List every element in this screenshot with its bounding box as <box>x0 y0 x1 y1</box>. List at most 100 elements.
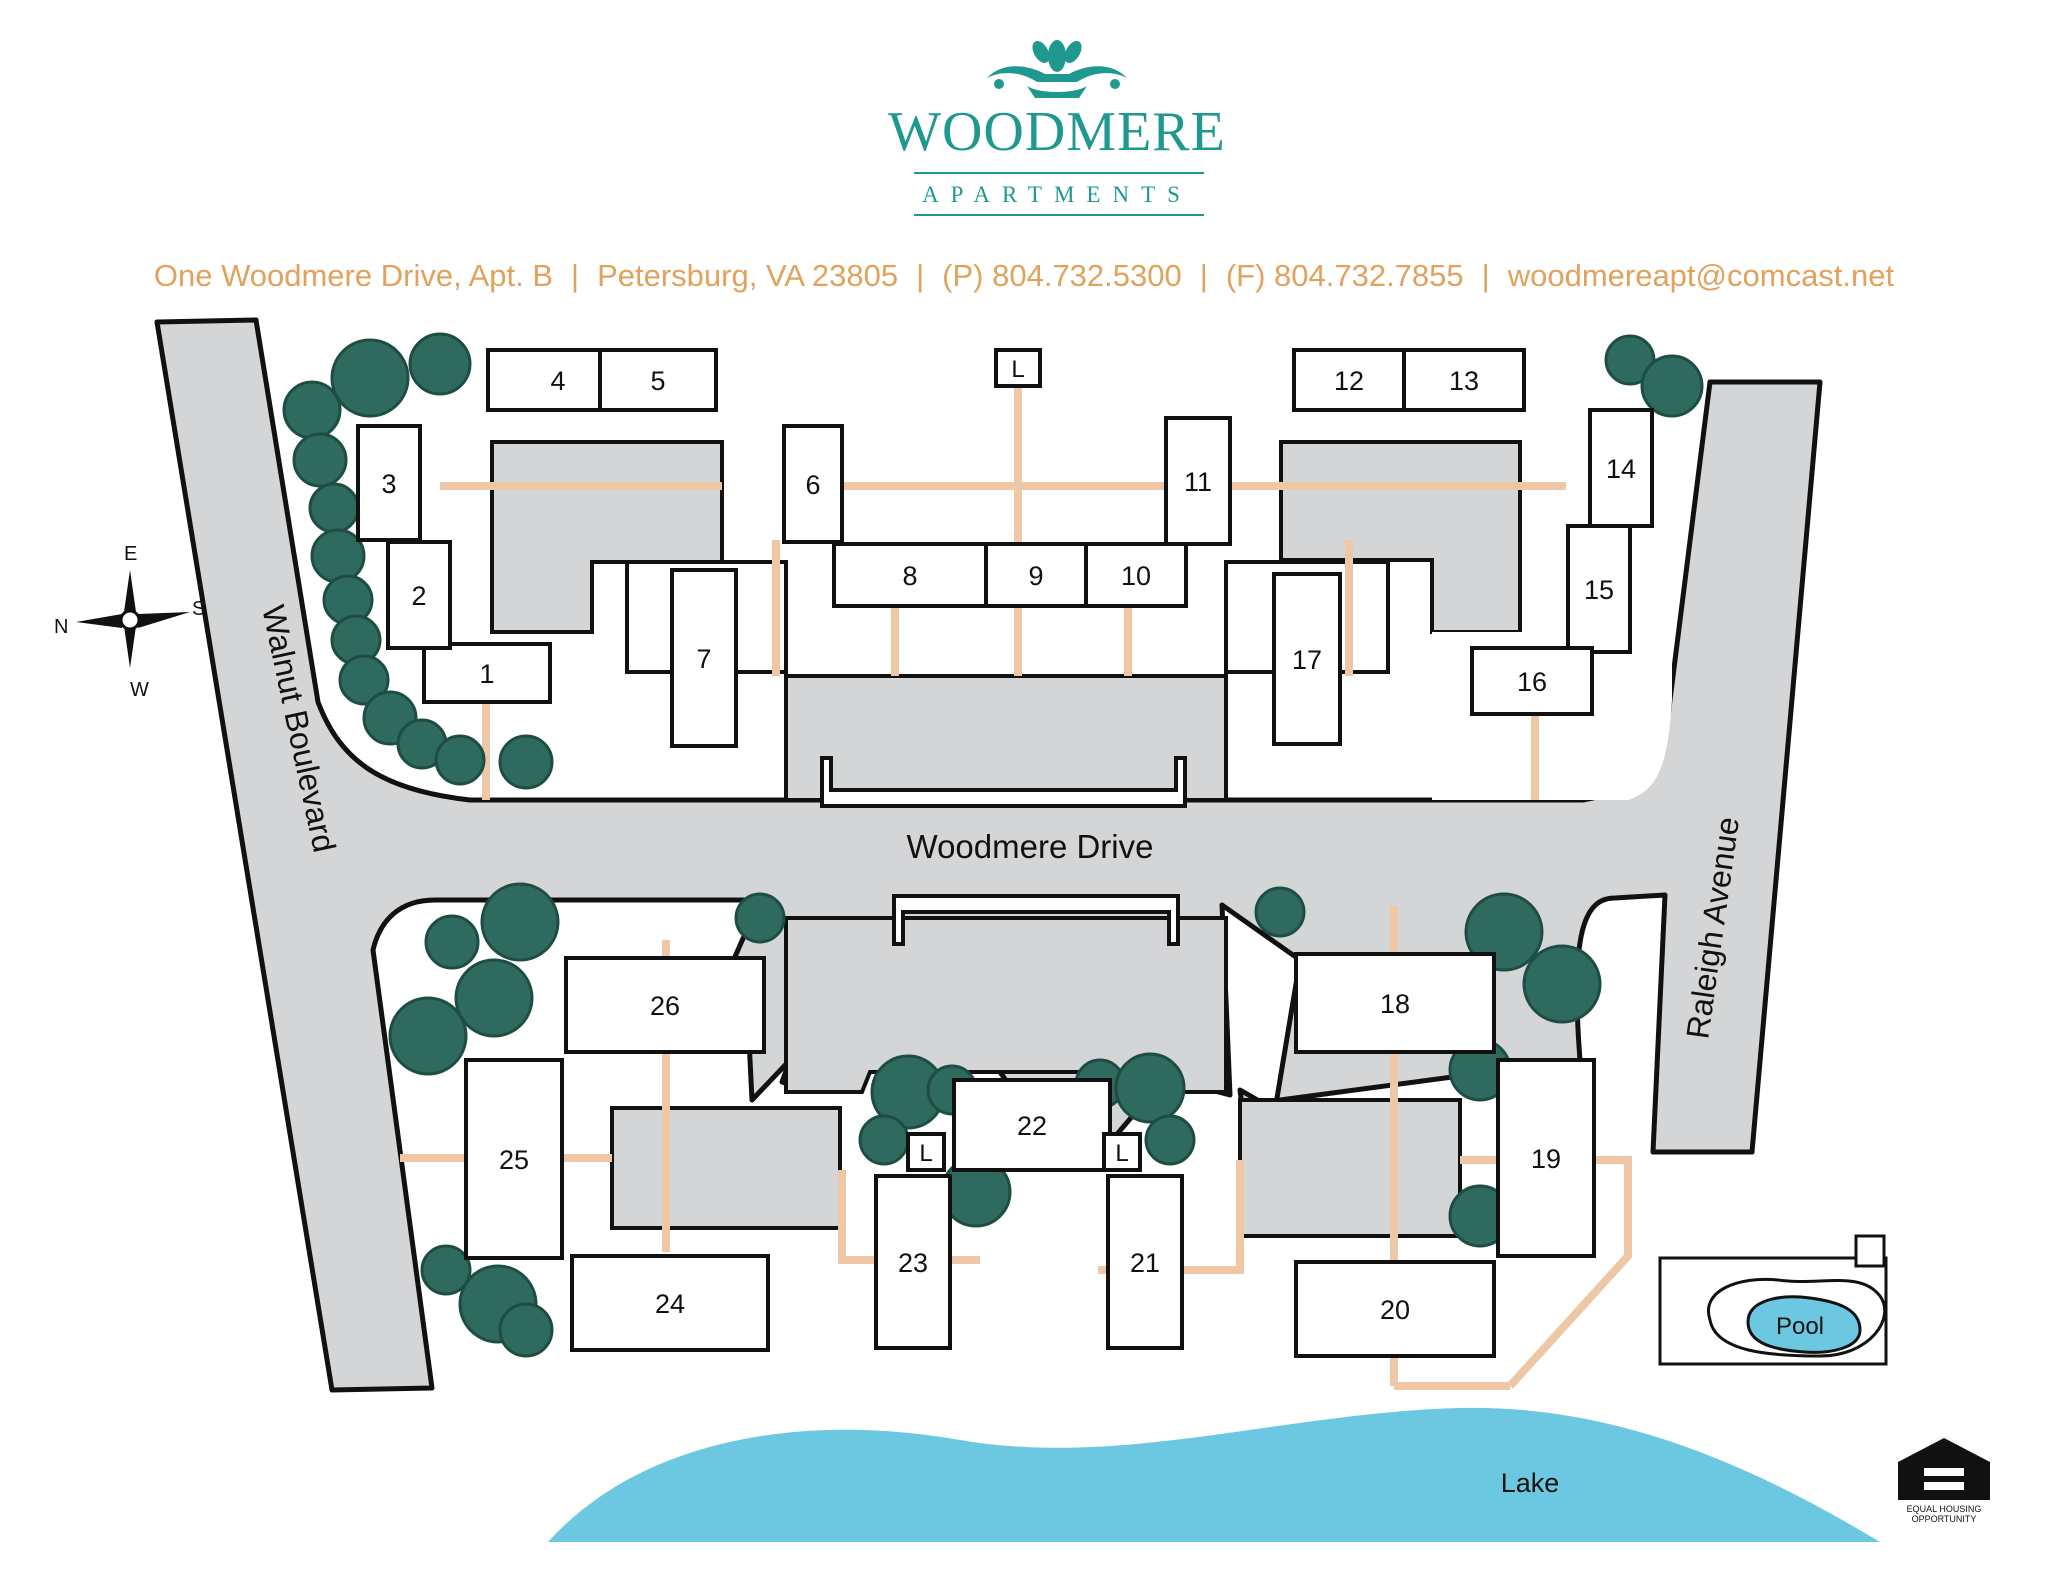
contact-address: One Woodmere Drive, Apt. B <box>153 258 554 293</box>
tree <box>408 332 472 396</box>
tree <box>282 380 342 440</box>
building-outline <box>1292 348 1406 412</box>
building-23: 23 <box>874 1174 952 1350</box>
building-2: 2 <box>386 540 452 650</box>
tree <box>420 1244 472 1296</box>
brand-subtitle: APARTMENTS <box>922 182 1192 207</box>
compass-arrow <box>76 614 122 628</box>
building-number: 14 <box>1606 454 1636 484</box>
building-number: 23 <box>898 1248 928 1278</box>
contact-email[interactable]: woodmereapt@comcast.net <box>1507 258 1895 293</box>
laundry-marker <box>994 348 1042 388</box>
tree <box>292 432 348 488</box>
building-number: 15 <box>1584 575 1614 605</box>
building-13: 13 <box>1402 348 1526 412</box>
contact-phone[interactable]: (P) 804.732.5300 <box>942 258 1182 293</box>
building-26: 26 <box>564 956 766 1054</box>
tree <box>1640 354 1704 418</box>
pool-house <box>1854 1234 1886 1268</box>
building-number: 4 <box>550 366 565 396</box>
lake <box>548 1407 1880 1542</box>
tree <box>498 1302 554 1358</box>
tree <box>338 654 390 706</box>
building-number: 17 <box>1292 645 1322 675</box>
equal-housing-line1: EQUAL HOUSING <box>1907 1504 1982 1514</box>
tree <box>424 914 480 970</box>
laundry-marker <box>906 1132 946 1172</box>
building-outline <box>670 568 738 748</box>
building-25: 25 <box>464 1058 564 1260</box>
building-16: 16 <box>1470 646 1594 716</box>
building-outline <box>598 348 718 412</box>
building-9: 9 <box>984 542 1088 608</box>
building-number: 20 <box>1380 1295 1410 1325</box>
building-number: 18 <box>1380 989 1410 1019</box>
building-number: 6 <box>805 470 820 500</box>
compass-north: N <box>54 616 68 638</box>
median-island <box>820 756 1187 808</box>
tree <box>1144 1114 1196 1166</box>
tree <box>734 892 786 944</box>
equal-housing-logo: EQUAL HOUSING OPPORTUNITY <box>1898 1438 1990 1524</box>
tree <box>330 338 410 418</box>
median-island <box>892 894 1180 946</box>
building-number: 1 <box>479 659 494 689</box>
building-outline <box>1272 572 1342 746</box>
building-number: 24 <box>655 1289 685 1319</box>
contact-separator: | <box>1199 258 1208 293</box>
laundry-marker <box>1102 1132 1142 1172</box>
building-11: 11 <box>1164 416 1232 546</box>
contact-city: Petersburg, VA 23805 <box>597 258 899 293</box>
pool-label: Pool <box>1776 1313 1824 1340</box>
building-outline <box>1294 1260 1496 1358</box>
building-number: 19 <box>1531 1144 1561 1174</box>
building-number: 7 <box>696 644 711 674</box>
building-outline <box>1566 524 1632 654</box>
building-outline <box>952 1078 1112 1172</box>
tree <box>454 958 534 1038</box>
building-outline <box>1402 348 1526 412</box>
compass-south: S <box>192 598 205 620</box>
tree <box>1604 334 1656 386</box>
building-outline <box>422 642 552 704</box>
building-20: 20 <box>1294 1260 1496 1358</box>
compass: E N S W <box>54 543 205 701</box>
equal-housing-bar <box>1924 1468 1964 1476</box>
brand-name: WOODMERE <box>888 101 1226 163</box>
building-1: 1 <box>422 642 552 704</box>
building-18: 18 <box>1294 952 1496 1054</box>
tree <box>1254 886 1306 938</box>
building-3: 3 <box>356 424 422 542</box>
building-number: 10 <box>1121 561 1151 591</box>
parking-court <box>1238 1098 1462 1238</box>
brand-rule-bottom <box>914 214 1204 216</box>
building-outline <box>564 956 766 1054</box>
building-number: 16 <box>1517 667 1547 697</box>
building-number: 8 <box>902 561 917 591</box>
building-number: 5 <box>650 366 665 396</box>
building-outline <box>1496 1058 1596 1258</box>
tree <box>1522 944 1602 1024</box>
pool-area: Pool <box>1658 1234 1888 1366</box>
building-number: 9 <box>1028 561 1043 591</box>
tree <box>308 482 360 534</box>
laundry-label: L <box>1011 356 1024 383</box>
building-14: 14 <box>1588 408 1654 528</box>
building-outline <box>356 424 422 542</box>
building-number: 3 <box>381 469 396 499</box>
building-8: 8 <box>832 542 988 608</box>
brand-rule-top <box>914 172 1204 174</box>
building-22: 22 <box>952 1078 1112 1172</box>
building-outline <box>1084 542 1188 608</box>
building-number: 26 <box>650 991 680 1021</box>
compass-east: E <box>124 543 137 565</box>
building-number: 13 <box>1449 366 1479 396</box>
equal-housing-bar <box>1924 1482 1964 1490</box>
compass-arrow <box>138 612 190 628</box>
tree <box>858 1114 910 1166</box>
building-outline <box>1294 952 1496 1054</box>
building-19: 19 <box>1496 1058 1596 1258</box>
building-number: 11 <box>1184 467 1212 497</box>
building-outline <box>464 1058 564 1260</box>
building-number: 2 <box>411 581 426 611</box>
